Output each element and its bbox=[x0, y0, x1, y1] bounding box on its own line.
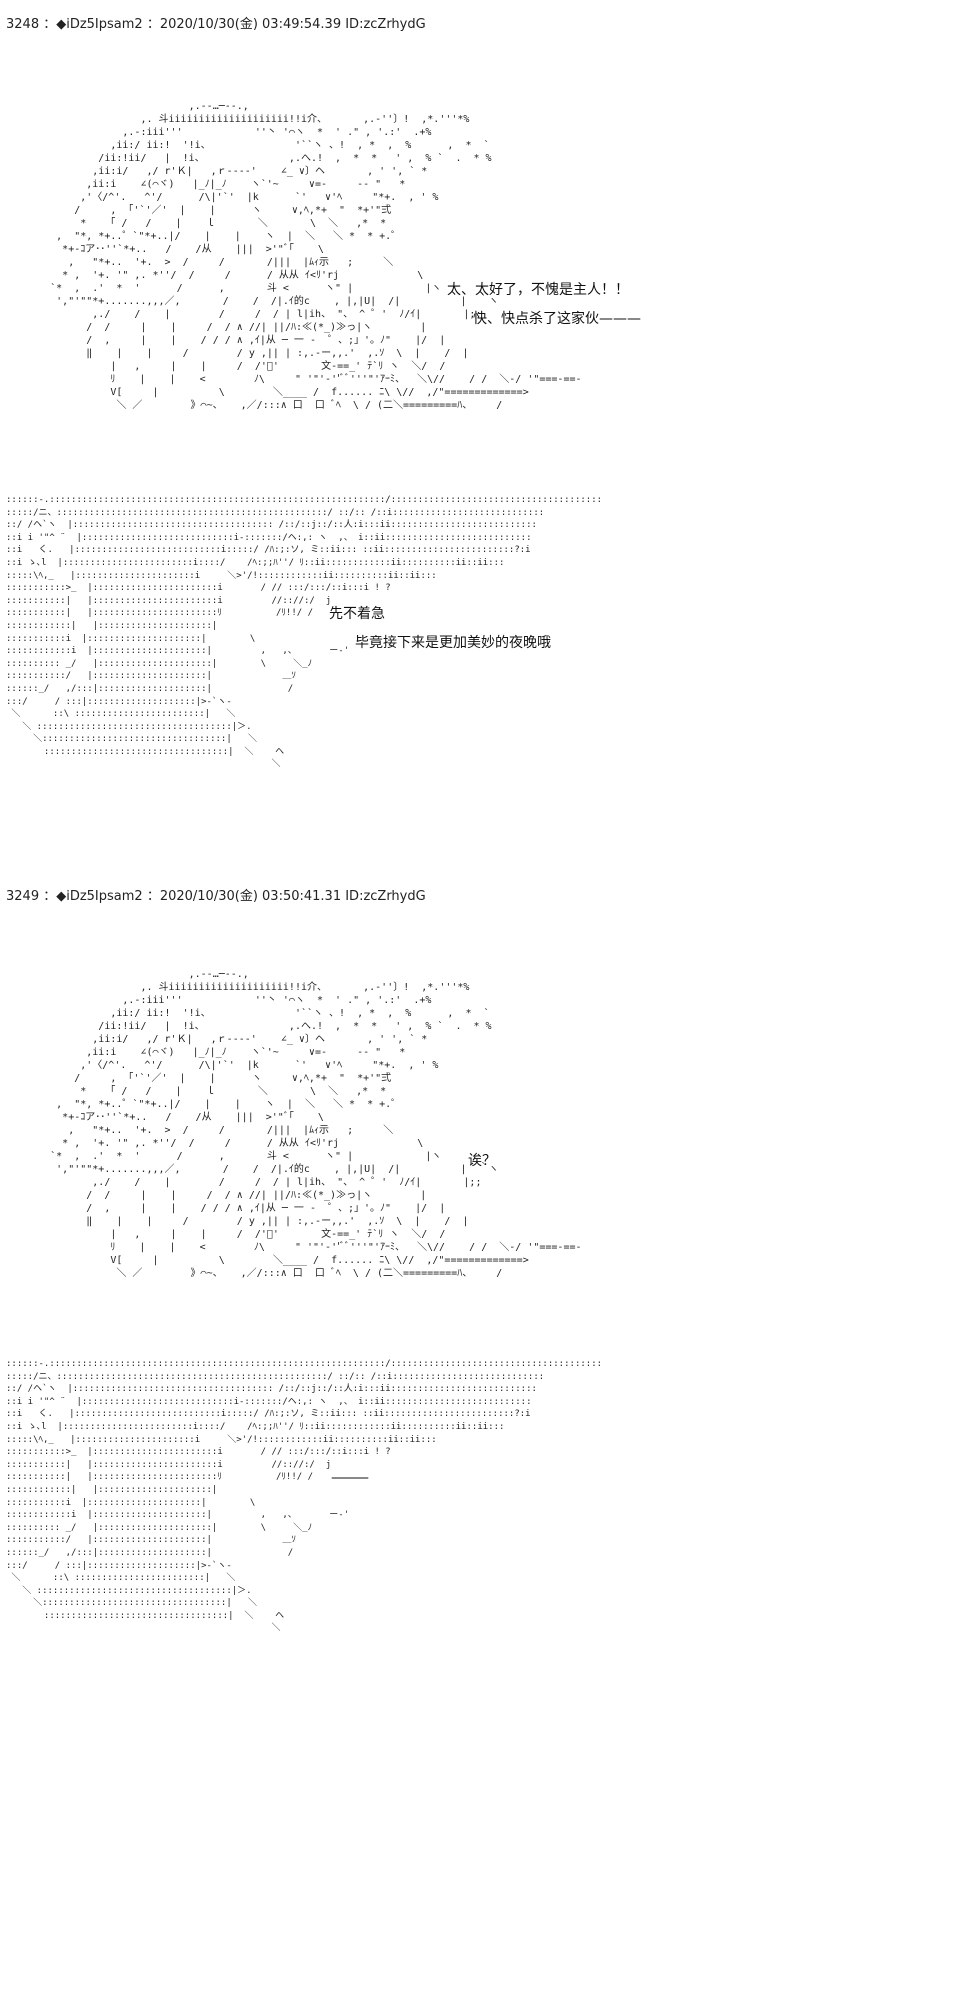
dialogue-line: 毕竟接下来是更加美妙的夜晚哦 bbox=[355, 635, 551, 651]
post-3249: 3249 ：◆iDz5Ipsam2 ：2020/10/30(金) 03:50:4… bbox=[0, 850, 967, 2000]
dialogue-line: 快、快点杀了这家伙——— bbox=[473, 311, 641, 327]
ascii-art-character-head: ,.-‐…─‐-., ,. 斗iiiiiiiiiiiiiiiiiiii!!i介、… bbox=[50, 969, 582, 1279]
ascii-art-character-body: ::::::‐.::::::::::::::::::::::::::::::::… bbox=[6, 495, 603, 770]
ascii-art-character-head: ,.-‐…─‐-., ,. 斗iiiiiiiiiiiiiiiiiiii!!i介、… bbox=[50, 101, 582, 411]
dialogue-line: ——— bbox=[331, 1470, 369, 1486]
post-3248: 3248 ：◆iDz5Ipsam2 ：2020/10/30(金) 03:49:5… bbox=[0, 0, 967, 850]
post-header: 3248 ：◆iDz5Ipsam2 ：2020/10/30(金) 03:49:5… bbox=[6, 17, 426, 32]
ascii-art-character-body: ::::::‐.::::::::::::::::::::::::::::::::… bbox=[6, 1359, 603, 1634]
dialogue-line: 先不着急 bbox=[329, 606, 385, 622]
dialogue-line: 太、太好了，不愧是主人！！ bbox=[447, 282, 629, 298]
post-header: 3249 ：◆iDz5Ipsam2 ：2020/10/30(金) 03:50:4… bbox=[6, 889, 426, 904]
dialogue-line: 诶？ bbox=[468, 1153, 496, 1169]
